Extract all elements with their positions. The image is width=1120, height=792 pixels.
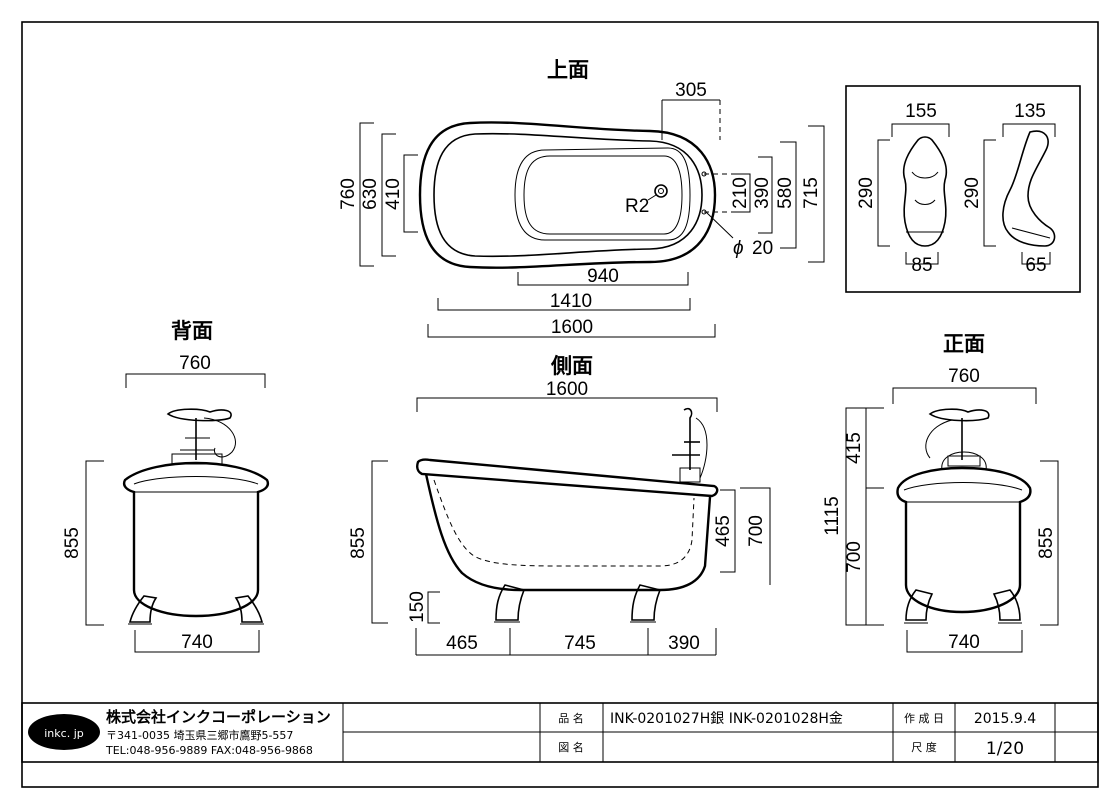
product-name-value: INK-0201027H銀 INK-0201028H金 — [610, 711, 843, 727]
dim-700-front: 700 — [844, 541, 865, 573]
company-address: 〒341-0035 埼玉県三郷市鷹野5-557 — [106, 728, 293, 742]
dim-150: 150 — [407, 591, 428, 623]
dim-135: 135 — [1014, 101, 1046, 122]
side-view: 側面 1600 855 150 465 700 465 745 — [348, 354, 771, 656]
back-view-title: 背面 — [171, 319, 213, 343]
foot-side-shape — [1002, 130, 1056, 247]
company-contact: TEL:048-956-9889 FAX:048-956-9868 — [105, 744, 313, 757]
dim-740-front: 740 — [948, 632, 980, 653]
dim-phi-symbol: ϕ — [733, 238, 744, 259]
dim-1600-top: 1600 — [551, 317, 593, 338]
top-view: 上面 R2 ϕ 20 305 760 630 410 — [338, 58, 825, 338]
logo-text: inkc. jp — [44, 727, 83, 740]
dim-radius: R2 — [625, 196, 649, 217]
date-value: 2015.9.4 — [974, 711, 1036, 727]
dim-415: 415 — [844, 432, 865, 464]
foot-front-shape — [902, 136, 948, 247]
dim-760-front: 760 — [948, 366, 980, 387]
side-tub-outline — [424, 473, 712, 592]
dim-855-side: 855 — [348, 527, 369, 559]
company-name: 株式会社インクコーポレーション — [106, 708, 331, 726]
date-label: 作 成 日 — [904, 712, 944, 725]
dim-700-side: 700 — [746, 515, 767, 547]
title-block: inkc. jp 株式会社インクコーポレーション 〒341-0035 埼玉県三郷… — [21, 702, 1099, 763]
dim-1600-side: 1600 — [546, 379, 588, 400]
dim-465-vertical: 465 — [713, 515, 734, 547]
dim-1410: 1410 — [550, 291, 592, 312]
dim-290-side: 290 — [962, 177, 983, 209]
dim-phi-value: 20 — [752, 238, 773, 259]
front-view-title: 正面 — [943, 332, 985, 356]
top-outer-outline — [418, 121, 717, 269]
side-inner-basin — [433, 479, 695, 567]
drawing-name-label: 図 名 — [558, 740, 584, 754]
dim-715: 715 — [801, 177, 822, 209]
dim-740-back: 740 — [181, 632, 213, 653]
side-view-title: 側面 — [550, 354, 593, 378]
scale-label: 尺 度 — [911, 740, 937, 754]
sheet-border — [21, 21, 1099, 788]
dim-745: 745 — [564, 633, 596, 654]
top-drain — [654, 184, 668, 198]
back-view: 背面 760 855 740 — [62, 319, 270, 653]
dim-940: 940 — [587, 266, 619, 287]
front-view: 正面 760 415 700 1115 855 740 — [822, 332, 1059, 653]
dim-465-horizontal: 465 — [446, 633, 478, 654]
dim-580: 580 — [775, 177, 796, 209]
dim-760-back: 760 — [179, 353, 211, 374]
dim-390-side: 390 — [668, 633, 700, 654]
dim-390-top: 390 — [752, 177, 773, 209]
feet-detail-frame — [845, 85, 1081, 293]
dim-155: 155 — [905, 101, 937, 122]
dim-630: 630 — [360, 178, 381, 210]
dim-855-back: 855 — [62, 527, 83, 559]
dim-760-top: 760 — [338, 178, 359, 210]
feet-detail: 155 290 85 135 290 65 — [845, 85, 1081, 293]
dim-290-front: 290 — [856, 177, 877, 209]
dim-1115: 1115 — [822, 496, 843, 535]
side-rim — [416, 458, 719, 498]
dim-305: 305 — [675, 80, 707, 101]
dim-855-front: 855 — [1036, 527, 1057, 559]
top-basin-inner — [523, 155, 683, 235]
top-rim-inner — [433, 132, 703, 258]
logo-ellipse — [28, 714, 100, 750]
scale-value: 1/20 — [986, 739, 1024, 759]
back-tub-outline — [122, 461, 270, 618]
dim-210: 210 — [730, 177, 751, 209]
front-tub-outline — [896, 466, 1032, 614]
dim-65: 65 — [1025, 255, 1046, 276]
dim-410: 410 — [383, 178, 404, 210]
top-basin — [514, 147, 691, 241]
dim-85: 85 — [911, 255, 932, 276]
product-name-label: 品 名 — [558, 711, 584, 725]
top-view-title: 上面 — [547, 58, 589, 82]
